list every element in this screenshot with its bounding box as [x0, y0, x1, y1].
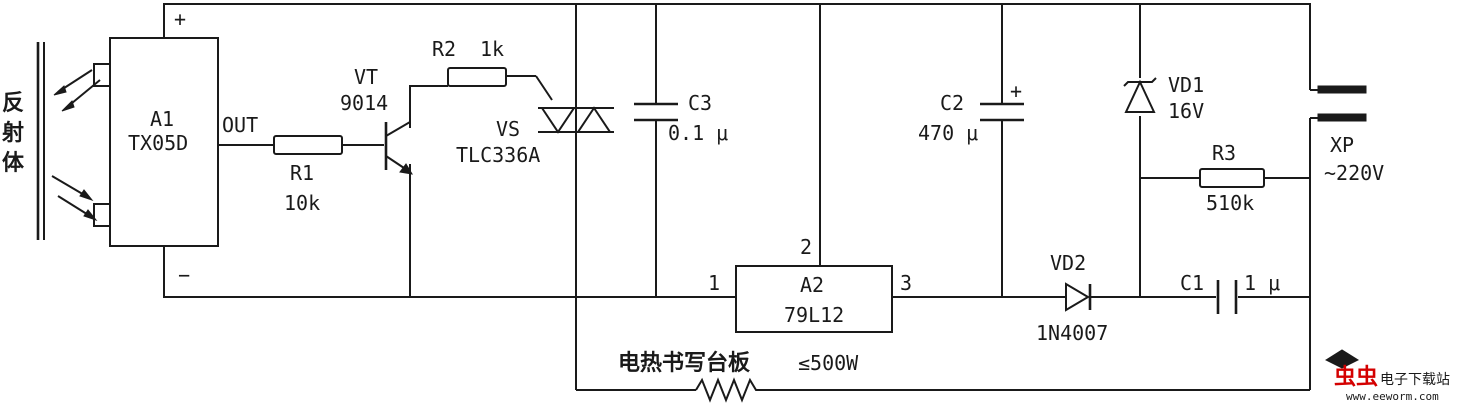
- vd2-diode: VD2 1N4007: [1036, 251, 1108, 345]
- wires: [163, 3, 1311, 391]
- a1-module: A1 TX05D OUT + −: [93, 7, 258, 287]
- vd2-model: 1N4007: [1036, 321, 1108, 345]
- c3-capacitor: C3 0.1 μ: [634, 91, 728, 145]
- c2-plus: +: [1010, 79, 1022, 103]
- a2-model: 79L12: [784, 303, 844, 327]
- watermark: 虫虫 电子下载站 www.eeworm.com: [1324, 349, 1450, 403]
- vd1-value: 16V: [1168, 99, 1204, 123]
- heater-load: 电热书写台板 ≤500W: [618, 350, 859, 403]
- a1-receiver: [93, 203, 111, 227]
- watermark-url: www.eeworm.com: [1346, 390, 1439, 403]
- reflector-label-2: 射: [1, 120, 24, 146]
- a1-emitter: [93, 63, 111, 87]
- c1-capacitor: C1 1 μ: [1180, 271, 1280, 314]
- r2-value: 1k: [480, 37, 504, 61]
- a2-pin3: 3: [900, 271, 912, 295]
- a1-plus: +: [174, 7, 186, 31]
- a1-minus: −: [178, 263, 190, 287]
- xp-plug: XP ~220V: [1310, 85, 1384, 185]
- watermark-brand: 虫虫: [1334, 364, 1378, 390]
- a2-regulator: A2 79L12 1 2 3: [708, 235, 912, 333]
- graduation-cap-icon: [1324, 349, 1360, 369]
- r1-resistor: R1 10k: [273, 135, 343, 215]
- reflector: 反 射 体: [1, 42, 101, 240]
- r1-value: 10k: [284, 191, 320, 215]
- r2-resistor: R2 1k: [432, 37, 507, 87]
- vt-transistor: VT 9014: [340, 65, 413, 175]
- a2-pin2: 2: [800, 235, 812, 259]
- a1-out-label: OUT: [222, 113, 258, 137]
- r3-name: R3: [1212, 141, 1236, 165]
- a1-model: TX05D: [128, 131, 188, 155]
- light-arrows: [51, 69, 101, 222]
- vs-model: TLC336A: [456, 143, 540, 167]
- c2-capacitor: + C2 470 μ: [918, 79, 1024, 145]
- r1-name: R1: [290, 161, 314, 185]
- vt-name: VT: [354, 65, 378, 89]
- vd1-name: VD1: [1168, 73, 1204, 97]
- load-label: 电热书写台板: [618, 350, 751, 376]
- xp-value: ~220V: [1324, 161, 1384, 185]
- c1-value: 1 μ: [1244, 271, 1280, 295]
- reflector-label-3: 体: [2, 151, 25, 176]
- r3-resistor: R3 510k: [1199, 141, 1265, 215]
- vd1-zener: VD1 16V: [1123, 73, 1204, 123]
- watermark-title: 电子下载站: [1380, 372, 1450, 388]
- c1-name: C1: [1180, 271, 1204, 295]
- c3-value: 0.1 μ: [668, 121, 728, 145]
- reflector-label-1: 反: [2, 91, 24, 116]
- a2-name: A2: [800, 273, 824, 297]
- c2-name: C2: [940, 91, 964, 115]
- vs-name: VS: [496, 117, 520, 141]
- c3-name: C3: [688, 91, 712, 115]
- vt-model: 9014: [340, 91, 388, 115]
- a1-name: A1: [150, 107, 174, 131]
- c2-value: 470 μ: [918, 121, 978, 145]
- vs-triac: VS TLC336A: [456, 106, 614, 167]
- load-power: ≤500W: [798, 351, 859, 375]
- a2-pin1: 1: [708, 271, 720, 295]
- xp-name: XP: [1330, 133, 1354, 157]
- vd2-name: VD2: [1050, 251, 1086, 275]
- r2-name: R2: [432, 37, 456, 61]
- r3-value: 510k: [1206, 191, 1254, 215]
